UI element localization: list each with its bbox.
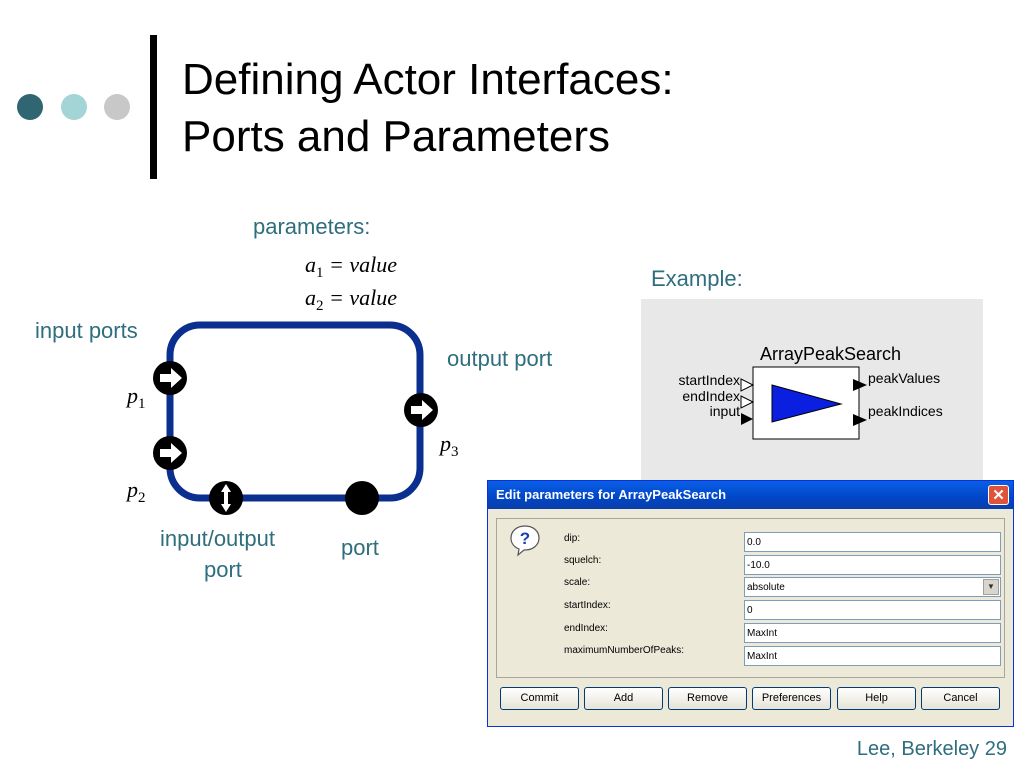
- p2-var: p: [127, 477, 138, 502]
- chevron-down-icon[interactable]: ▼: [983, 579, 999, 595]
- param-a1-value: = value: [323, 252, 397, 277]
- scale-select-value: absolute: [747, 582, 785, 593]
- param-a1-var: a: [305, 252, 316, 277]
- io-port-label-line2: port: [204, 557, 242, 582]
- param-a2-var: a: [305, 285, 316, 310]
- param-label-maximumnumberofpeaks: maximumNumberOfPeaks:: [564, 645, 685, 656]
- scale-select[interactable]: absolute ▼: [744, 577, 1001, 597]
- port-endindex-icon: [740, 395, 755, 409]
- example-label: Example:: [651, 266, 743, 291]
- help-question-icon: ?: [510, 525, 540, 557]
- cancel-button[interactable]: Cancel: [921, 687, 1000, 710]
- param-label-squelch: squelch:: [564, 555, 602, 566]
- p3-sub: 3: [451, 444, 459, 460]
- input-ports-label: input ports: [35, 318, 138, 343]
- param-label-scale: scale:: [564, 577, 591, 588]
- p1-var: p: [127, 383, 138, 408]
- port-input-icon: [741, 413, 753, 425]
- output-port-p3: [404, 393, 438, 427]
- param-a1-sub: 1: [316, 265, 324, 281]
- parameters-label: parameters:: [253, 214, 371, 239]
- slide-title-line2: Ports and Parameters: [182, 112, 610, 161]
- p1-label: p1: [127, 383, 146, 412]
- p3-label: p3: [440, 431, 459, 460]
- title-divider: [150, 35, 157, 179]
- io-port-label-line1: input/output: [160, 526, 275, 551]
- dialog-title: Edit parameters for ArrayPeakSearch: [496, 487, 727, 502]
- p1-sub: 1: [138, 396, 146, 412]
- param-a2-value: = value: [323, 285, 397, 310]
- close-icon[interactable]: ✕: [988, 485, 1009, 505]
- bullet-dot-gray: [104, 94, 130, 120]
- remove-button[interactable]: Remove: [668, 687, 747, 710]
- port-peakindices-label: peakIndices: [868, 403, 943, 419]
- actor-interface-diagram: [153, 321, 438, 515]
- port-endindex-label: endIndex: [682, 388, 740, 404]
- port-input-label: input: [710, 403, 740, 419]
- input-port-p2: [153, 436, 187, 470]
- endindex-field[interactable]: MaxInt: [744, 623, 1001, 643]
- parameters-panel: ? dip: 0.0 squelch: -10.0 scale: absolut…: [496, 518, 1005, 678]
- add-button[interactable]: Add: [584, 687, 663, 710]
- port-startindex-label: startIndex: [679, 372, 740, 388]
- port-peakvalues-label: peakValues: [868, 370, 940, 386]
- input-port-p1: [153, 361, 187, 395]
- edit-parameters-dialog: Edit parameters for ArrayPeakSearch ✕ ? …: [487, 480, 1014, 727]
- help-button[interactable]: Help: [837, 687, 916, 710]
- output-port-label: output port: [447, 346, 553, 371]
- param-a2-sub: 2: [316, 298, 324, 314]
- port-label: port: [341, 535, 379, 560]
- param-a2: a2 = value: [305, 285, 397, 314]
- p3-var: p: [440, 431, 451, 456]
- port-startindex-icon: [740, 378, 755, 392]
- slide-footer: Lee, Berkeley 29: [856, 738, 1007, 760]
- bullet-dot-light-teal: [61, 94, 87, 120]
- p2-sub: 2: [138, 490, 146, 506]
- param-a1: a1 = value: [305, 252, 397, 281]
- maximumnumberofpeaks-field[interactable]: MaxInt: [744, 646, 1001, 666]
- bullet-dot-dark: [17, 94, 43, 120]
- port-peakindices-icon: [853, 414, 867, 426]
- actor-triangle-icon: [771, 384, 843, 423]
- squelch-field[interactable]: -10.0: [744, 555, 1001, 575]
- param-label-startindex: startIndex:: [564, 600, 611, 611]
- preferences-button[interactable]: Preferences: [752, 687, 831, 710]
- dialog-titlebar[interactable]: Edit parameters for ArrayPeakSearch ✕: [488, 481, 1013, 509]
- input-output-port: [209, 481, 243, 515]
- actor-outline: [166, 321, 424, 502]
- param-label-endindex: endIndex:: [564, 623, 608, 634]
- svg-text:?: ?: [520, 529, 530, 548]
- array-peak-search-actor: ArrayPeakSearch startIndex endIndex inpu…: [679, 344, 943, 440]
- actor-name: ArrayPeakSearch: [760, 344, 901, 364]
- plain-port: [345, 481, 379, 515]
- commit-button[interactable]: Commit: [500, 687, 579, 710]
- slide-title-line1: Defining Actor Interfaces:: [182, 55, 674, 104]
- param-label-dip: dip:: [564, 533, 581, 544]
- dip-field[interactable]: 0.0: [744, 532, 1001, 552]
- p2-label: p2: [127, 477, 146, 506]
- startindex-field[interactable]: 0: [744, 600, 1001, 620]
- port-peakvalues-icon: [853, 379, 867, 391]
